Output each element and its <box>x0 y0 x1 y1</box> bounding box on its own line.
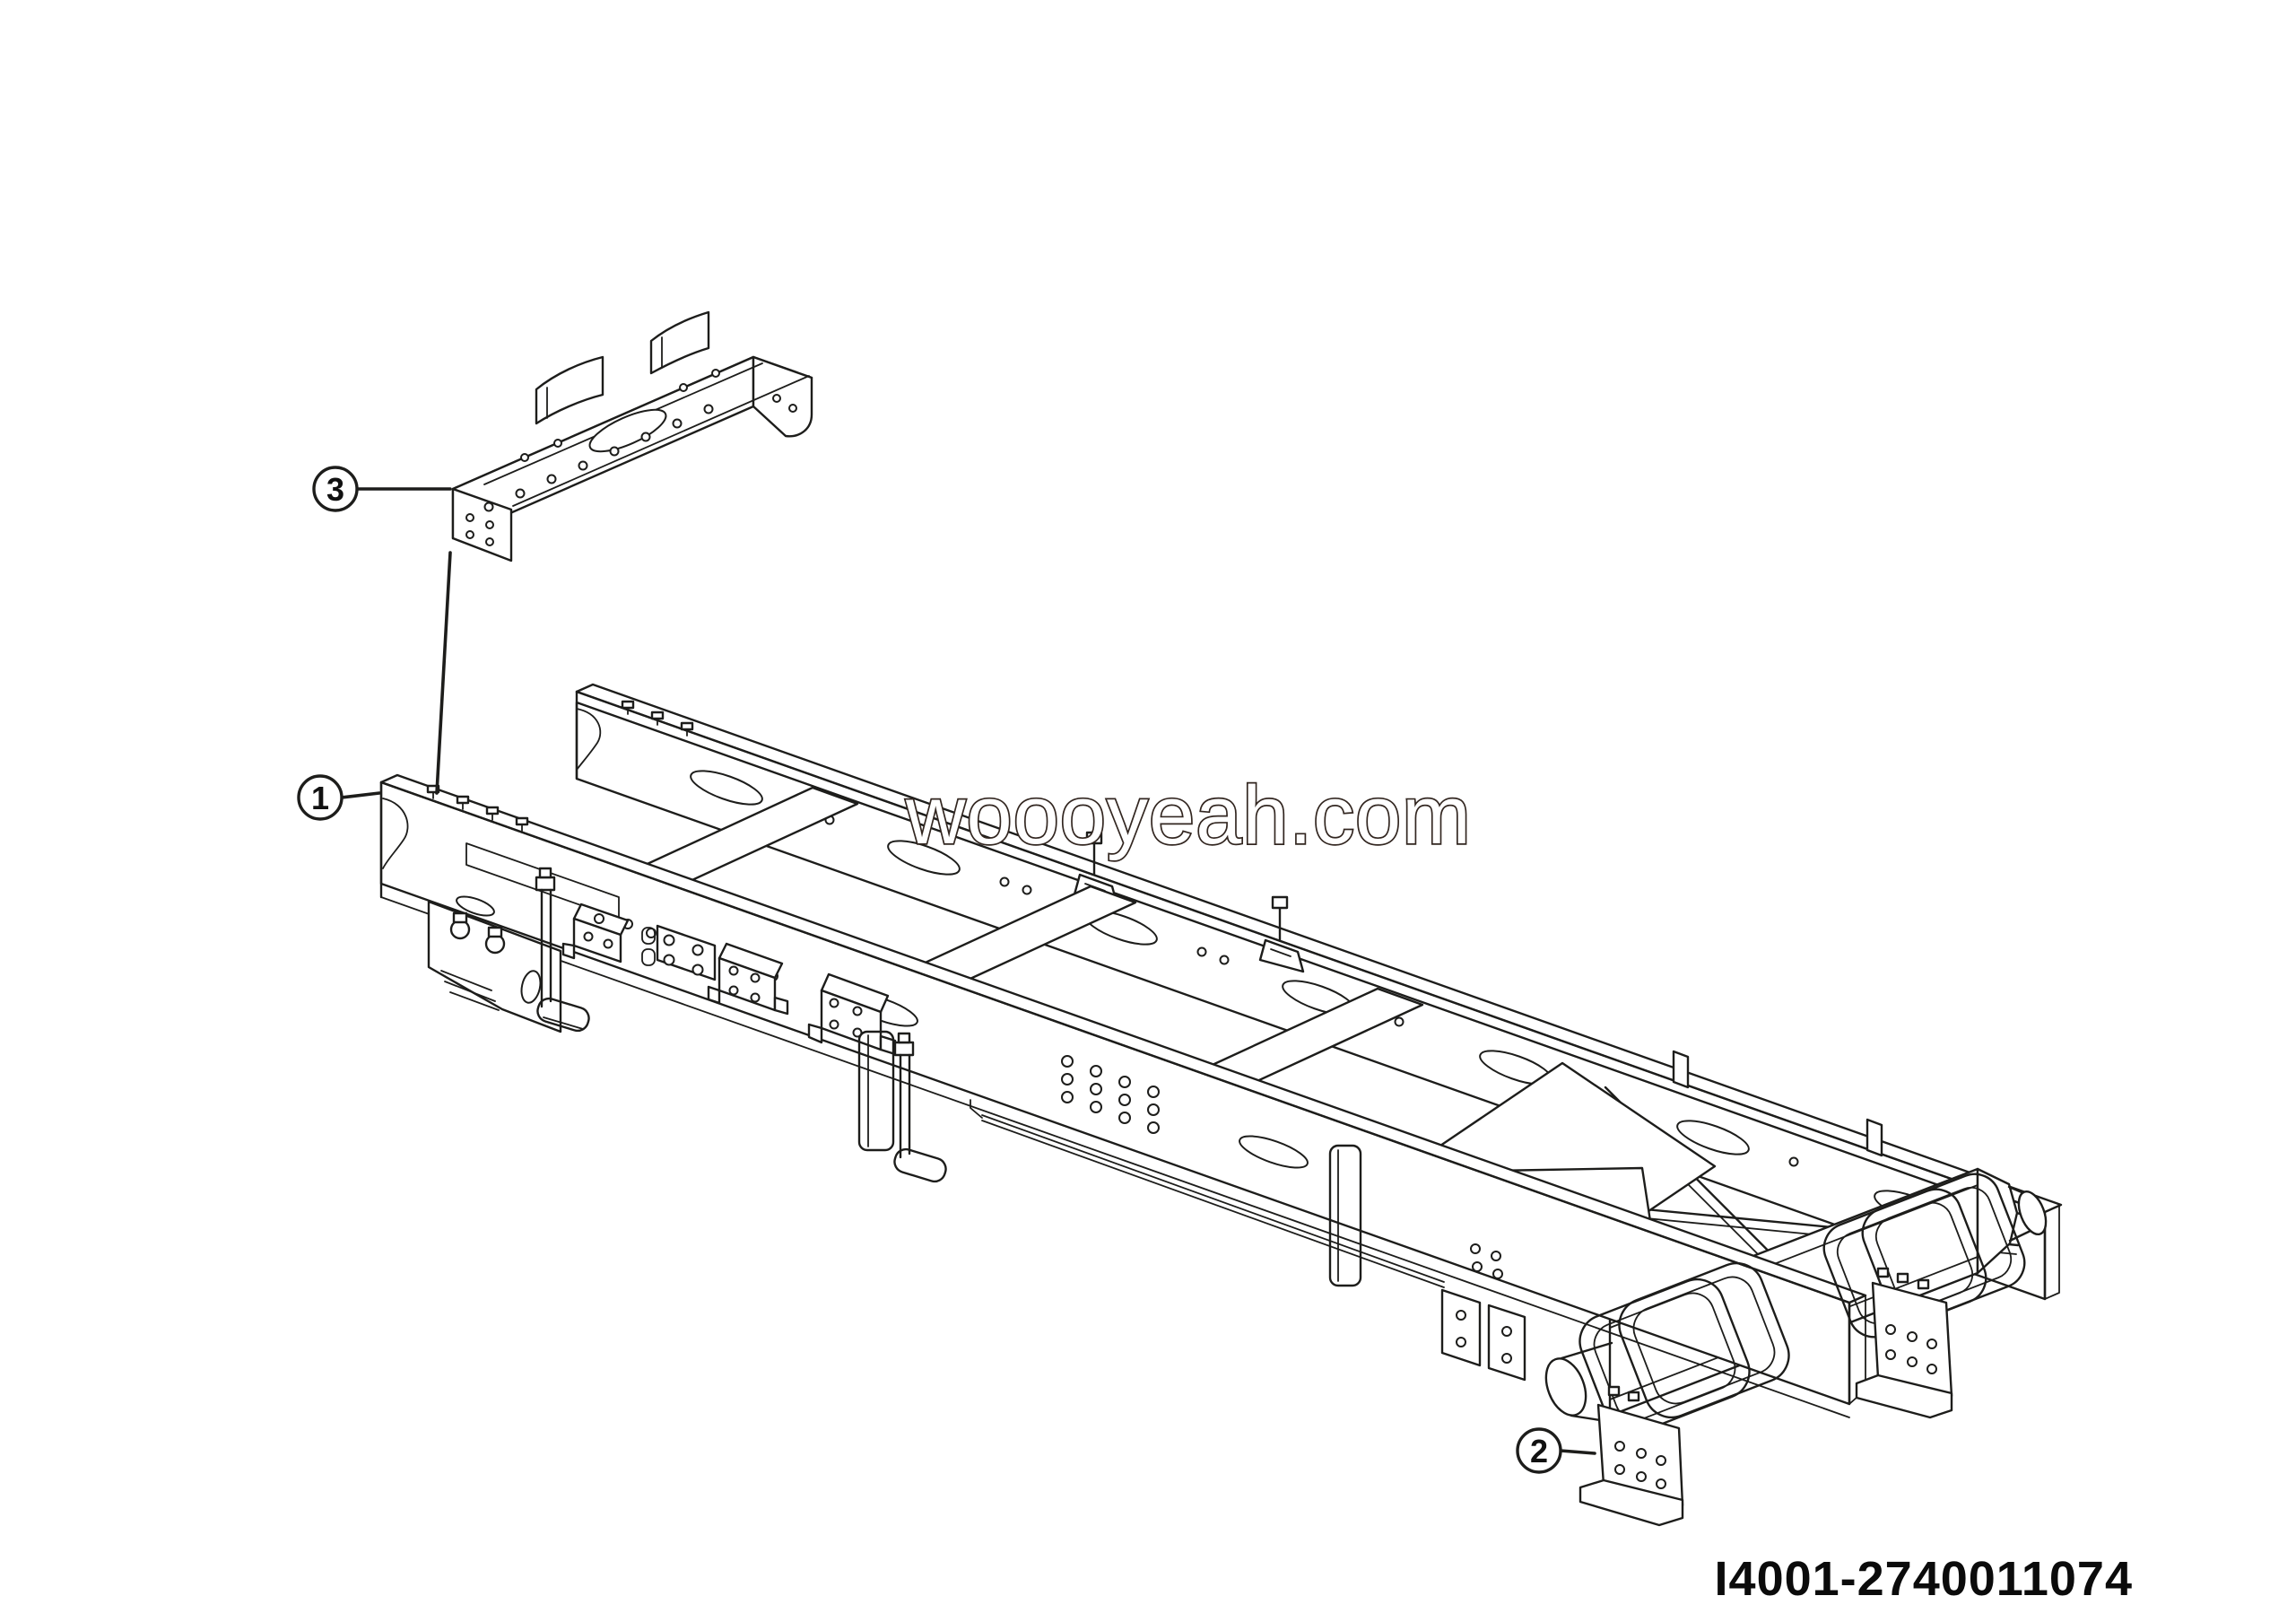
callout-3[interactable]: 3 <box>312 466 359 512</box>
part3-bracket <box>451 310 813 562</box>
callout-2[interactable]: 2 <box>1516 1427 1562 1474</box>
far-rail-slots <box>690 770 1947 1225</box>
callout-3-label: 3 <box>326 471 344 508</box>
strap-and-j-bolt-2 <box>857 1030 947 1183</box>
hat-bracket-2 <box>707 942 789 1016</box>
watermark-text: woooyeah.com <box>905 770 1472 861</box>
callout-1-label: 1 <box>311 780 329 816</box>
leader-line-2 <box>1559 1449 1596 1455</box>
far-rail-clamp-bolt-2 <box>1258 895 1305 973</box>
hat-bracket-1 <box>561 903 630 964</box>
callouts: 1 2 3 <box>297 466 1562 1474</box>
assembly-line-3-to-frame <box>435 551 452 795</box>
shackle-plate <box>641 924 717 981</box>
j-bolt-1 <box>535 867 590 1033</box>
near-rail-hole-cluster <box>1061 1055 1160 1134</box>
part-number: I4001-2740011074 <box>1715 1552 2133 1606</box>
near-rail-flange-bolts <box>426 784 529 832</box>
rear-leg-far <box>1855 1267 1953 1419</box>
leader-line-1 <box>340 791 381 799</box>
rear-leg-near <box>1578 1385 1684 1527</box>
spring-hanger-bracket <box>427 895 562 1033</box>
callout-1[interactable]: 1 <box>297 774 344 821</box>
callout-2-label: 2 <box>1530 1433 1548 1469</box>
axle-clamps-and-legs <box>1578 1173 2026 1527</box>
leader-lines <box>340 487 1596 1455</box>
near-rail <box>379 773 1867 1418</box>
rear-hanger-plates <box>1440 1288 1526 1382</box>
front-hangers <box>427 867 1526 1382</box>
hat-bracket-3 <box>807 972 897 1056</box>
far-rail-flange-bolts <box>621 700 694 737</box>
linkage-rod <box>970 1099 1445 1288</box>
